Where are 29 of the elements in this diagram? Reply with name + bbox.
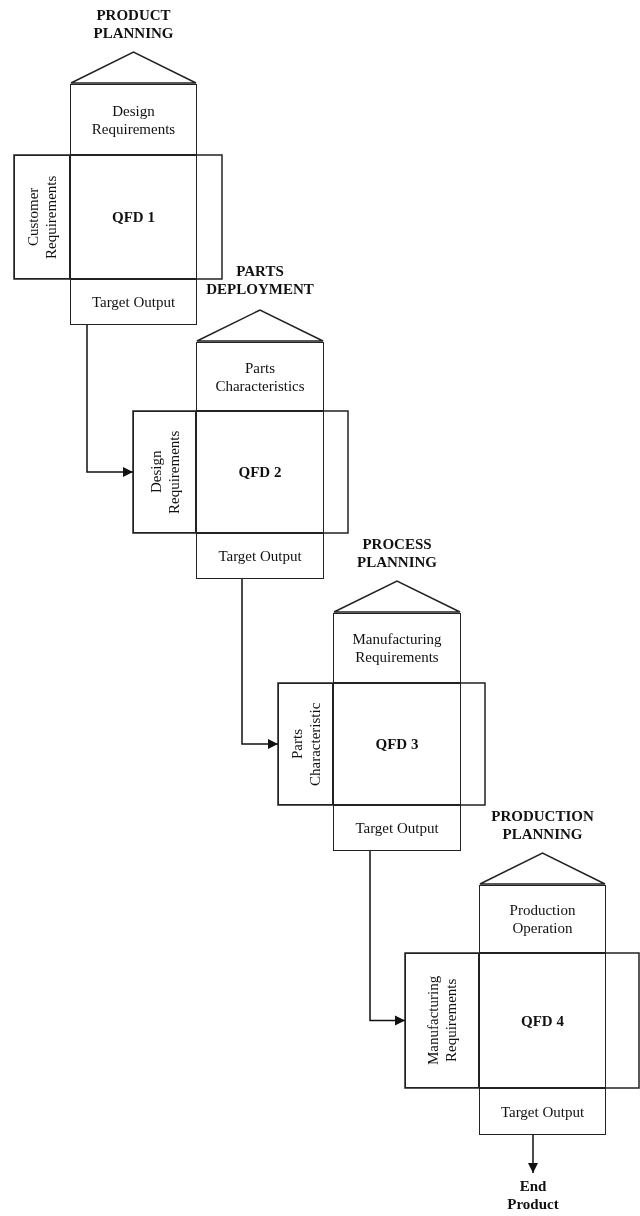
phase-heading: PRODUCT PLANNING	[92, 6, 175, 42]
matrix-cell: QFD 1	[70, 155, 197, 279]
phase-heading: PRODUCTION PLANNING	[490, 807, 595, 843]
arrow	[527, 1134, 539, 1174]
node-box	[14, 155, 70, 279]
matrix-cell: Manufacturing Requirements	[333, 613, 461, 683]
matrix-cell: QFD 4	[479, 953, 606, 1088]
matrix-cell: Target Output	[196, 533, 324, 579]
cell-label: Manufacturing Requirements	[424, 974, 460, 1068]
cell-label: Customer Requirements	[24, 174, 60, 261]
matrix-cell: Design Requirements	[70, 84, 197, 155]
cell-label: Design Requirements	[146, 429, 183, 516]
matrix-cell: QFD 3	[333, 683, 461, 805]
node-box	[278, 683, 333, 805]
arrow	[86, 324, 134, 478]
matrix-cell: Target Output	[70, 279, 197, 325]
end-label: End Product	[506, 1177, 560, 1214]
phase-heading: PARTS DEPLOYMENT	[205, 262, 315, 298]
matrix-cell: Parts Characteristics	[196, 342, 324, 411]
matrix-cell: QFD 2	[196, 411, 324, 533]
arrow	[241, 578, 279, 750]
phase-heading: PROCESS PLANNING	[356, 535, 438, 571]
cell-label: Parts Characteristic	[287, 701, 324, 788]
matrix-cell: Production Operation	[479, 885, 606, 953]
node-box	[133, 411, 196, 533]
matrix-cell: Target Output	[333, 805, 461, 851]
node-box	[405, 953, 479, 1088]
arrow	[369, 850, 406, 1026]
matrix-cell: Target Output	[479, 1088, 606, 1135]
